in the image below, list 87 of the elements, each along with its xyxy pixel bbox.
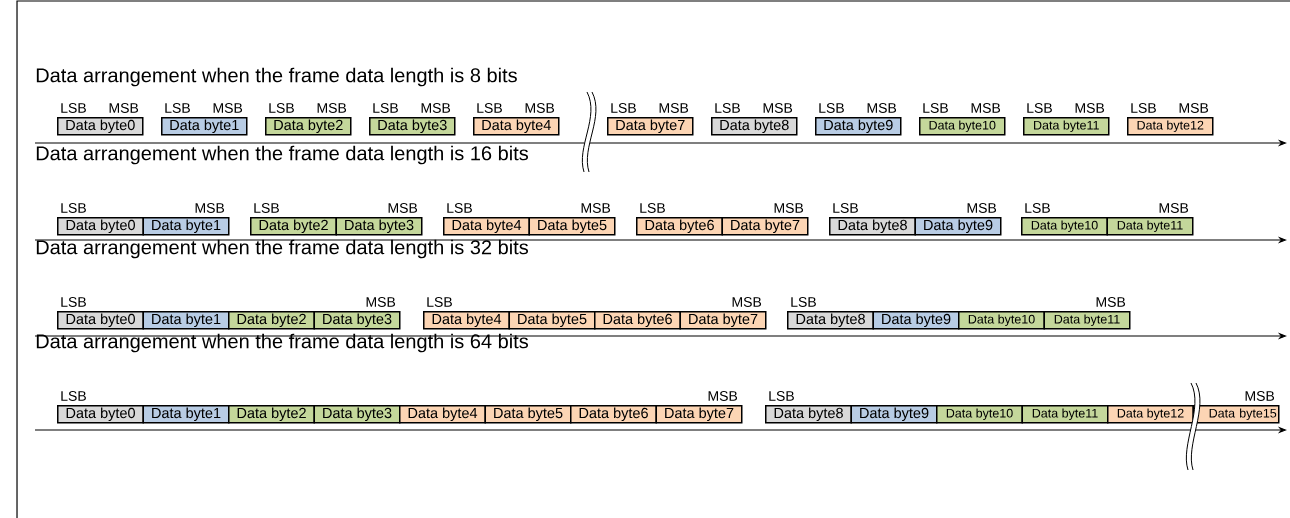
- byte-box: Data byte6: [570, 405, 657, 424]
- byte-box: Data byte8: [765, 405, 852, 424]
- byte-box: Data byte3: [313, 311, 401, 330]
- byte-box: Data byte8: [711, 117, 798, 136]
- bit-label: MSB: [1075, 103, 1105, 113]
- bit-label: LSB: [447, 203, 472, 213]
- bit-label: LSB: [165, 103, 190, 113]
- row-title: Data arrangement when the frame data length is 32 bits: [36, 239, 528, 259]
- bit-label: MSB: [867, 103, 897, 113]
- bit-label: MSB: [213, 103, 243, 113]
- byte-box: Data byte15: [1192, 405, 1280, 424]
- byte-box: Data byte9: [815, 117, 902, 136]
- bit-label: LSB: [640, 203, 665, 213]
- byte-box: Data byte10: [936, 405, 1023, 424]
- bit-label: MSB: [195, 203, 225, 213]
- byte-box: Data byte2: [228, 311, 315, 330]
- byte-box: Data byte12: [1127, 117, 1214, 136]
- byte-box: Data byte9: [850, 405, 938, 424]
- byte-box: Data byte11: [1106, 217, 1194, 236]
- byte-box: Data byte6: [594, 311, 681, 330]
- byte-box: Data byte7: [679, 311, 767, 330]
- bit-label: LSB: [373, 103, 398, 113]
- bit-label: MSB: [388, 203, 418, 213]
- bit-label: LSB: [1131, 103, 1156, 113]
- byte-box: Data byte7: [721, 217, 809, 236]
- bit-label: MSB: [774, 203, 804, 213]
- bit-label: MSB: [659, 103, 689, 113]
- row-title: Data arrangement when the frame data length is 64 bits: [36, 333, 528, 353]
- byte-box: Data byte10: [1021, 217, 1108, 236]
- bit-label: MSB: [967, 203, 997, 213]
- bit-label: LSB: [254, 203, 279, 213]
- bit-label: LSB: [833, 203, 858, 213]
- byte-box: Data byte2: [265, 117, 352, 136]
- bit-label: LSB: [477, 103, 502, 113]
- bit-label: MSB: [708, 391, 738, 401]
- byte-box: Data byte4: [443, 217, 530, 236]
- bit-label: MSB: [421, 103, 451, 113]
- byte-box: Data byte2: [228, 405, 315, 424]
- bit-label: MSB: [581, 203, 611, 213]
- byte-box: Data byte5: [484, 405, 572, 424]
- bit-label: LSB: [715, 103, 740, 113]
- byte-box: Data byte2: [250, 217, 337, 236]
- byte-box: Data byte4: [473, 117, 560, 136]
- bit-label: MSB: [732, 297, 762, 307]
- byte-box: Data byte3: [335, 217, 423, 236]
- bit-label: LSB: [1027, 103, 1052, 113]
- byte-box: Data byte7: [607, 117, 694, 136]
- bit-label: MSB: [366, 297, 396, 307]
- bit-label: MSB: [763, 103, 793, 113]
- bit-label: LSB: [1025, 203, 1050, 213]
- bit-label: MSB: [971, 103, 1001, 113]
- bit-label: LSB: [923, 103, 948, 113]
- bit-label: MSB: [109, 103, 139, 113]
- byte-box: Data byte0: [57, 117, 144, 136]
- byte-box: Data byte3: [313, 405, 401, 424]
- row-title: Data arrangement when the frame data length is 16 bits: [36, 145, 528, 165]
- byte-box: Data byte1: [142, 405, 230, 424]
- row-title: Data arrangement when the frame data length is 8 bits: [36, 67, 517, 87]
- byte-box: Data byte1: [142, 217, 230, 236]
- byte-box: Data byte9: [872, 311, 960, 330]
- bit-label: MSB: [317, 103, 347, 113]
- byte-box: Data byte5: [508, 311, 596, 330]
- byte-box: Data byte8: [787, 311, 874, 330]
- byte-box: Data byte8: [829, 217, 916, 236]
- byte-box: Data byte9: [914, 217, 1002, 236]
- byte-box: Data byte0: [57, 405, 144, 424]
- bit-label: LSB: [791, 297, 816, 307]
- bit-label: LSB: [427, 297, 452, 307]
- byte-box: Data byte10: [919, 117, 1006, 136]
- bit-label: LSB: [819, 103, 844, 113]
- byte-box: Data byte1: [142, 311, 230, 330]
- bit-label: LSB: [269, 103, 294, 113]
- byte-box: Data byte5: [528, 217, 616, 236]
- byte-box: Data byte10: [958, 311, 1045, 330]
- byte-box: Data byte12: [1107, 405, 1194, 424]
- byte-box: Data byte0: [57, 311, 144, 330]
- byte-box: Data byte0: [57, 217, 144, 236]
- byte-box: Data byte11: [1021, 405, 1109, 424]
- byte-box: Data byte7: [655, 405, 743, 424]
- byte-box: Data byte3: [369, 117, 456, 136]
- bit-label: LSB: [769, 391, 794, 401]
- byte-box: Data byte4: [399, 405, 486, 424]
- byte-box: Data byte11: [1023, 117, 1110, 136]
- byte-box: Data byte6: [636, 217, 723, 236]
- byte-box: Data byte4: [423, 311, 510, 330]
- byte-box: Data byte1: [161, 117, 248, 136]
- byte-box: Data byte11: [1043, 311, 1131, 330]
